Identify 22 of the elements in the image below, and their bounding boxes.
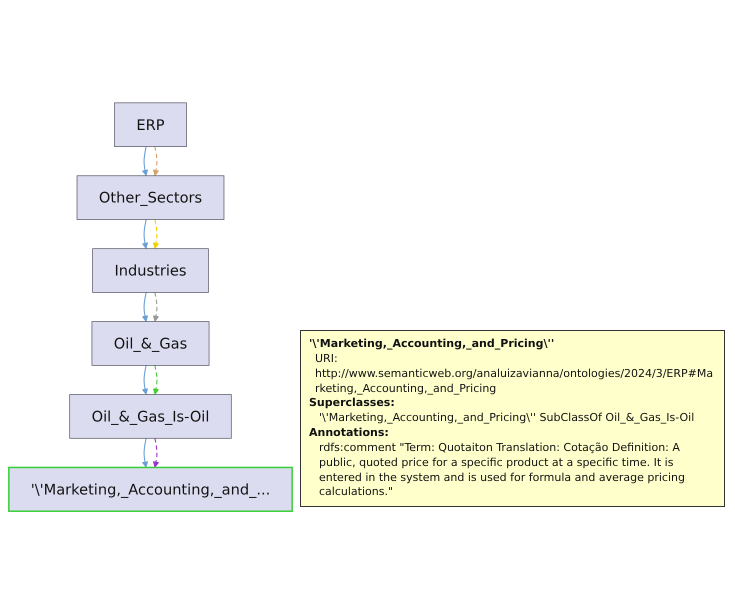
tooltip-heading: Superclasses: xyxy=(309,396,396,412)
arrow xyxy=(141,219,148,249)
node-box: Industries xyxy=(92,248,208,293)
arrow xyxy=(152,292,159,322)
node-box: Oil_&_Gas_Is-Oil xyxy=(68,394,232,439)
tooltip-text: '\'Marketing,_Accounting,_and_Pricing\'' SubClassOf Oil_&_Gas_Is-Oil xyxy=(318,411,696,426)
tooltip-text: rdfs:comment "Term: Quotaiton Translation: Cotação Definition: A public, quoted price for a specific product at a specific time. It is entered in the system and is used for formula and average pricing calculations." xyxy=(318,440,686,500)
node-box: Oil_&_Gas xyxy=(91,321,209,366)
node-box: '\'Marketing,_Accounting,_and_... xyxy=(8,466,292,512)
arrow xyxy=(152,219,159,249)
arrow xyxy=(141,292,148,322)
arrow xyxy=(141,365,148,395)
arrow xyxy=(152,365,159,395)
tooltip-heading: '\'Marketing,_Accounting,_and_Pricing\'' xyxy=(309,337,556,352)
arrow xyxy=(152,146,159,176)
tooltip-heading: Annotations: xyxy=(309,426,390,441)
tooltip-text: URI: http://www.semanticweb.org/analuizavianna/ontologies/2024/3/ERP#Marketing,_Accounting,_and_Pricing xyxy=(314,352,714,396)
arrow xyxy=(141,146,148,176)
arrow xyxy=(152,438,159,468)
node-box: ERP xyxy=(114,102,186,147)
arrow xyxy=(141,438,148,468)
node-box: Other_Sectors xyxy=(76,175,224,220)
